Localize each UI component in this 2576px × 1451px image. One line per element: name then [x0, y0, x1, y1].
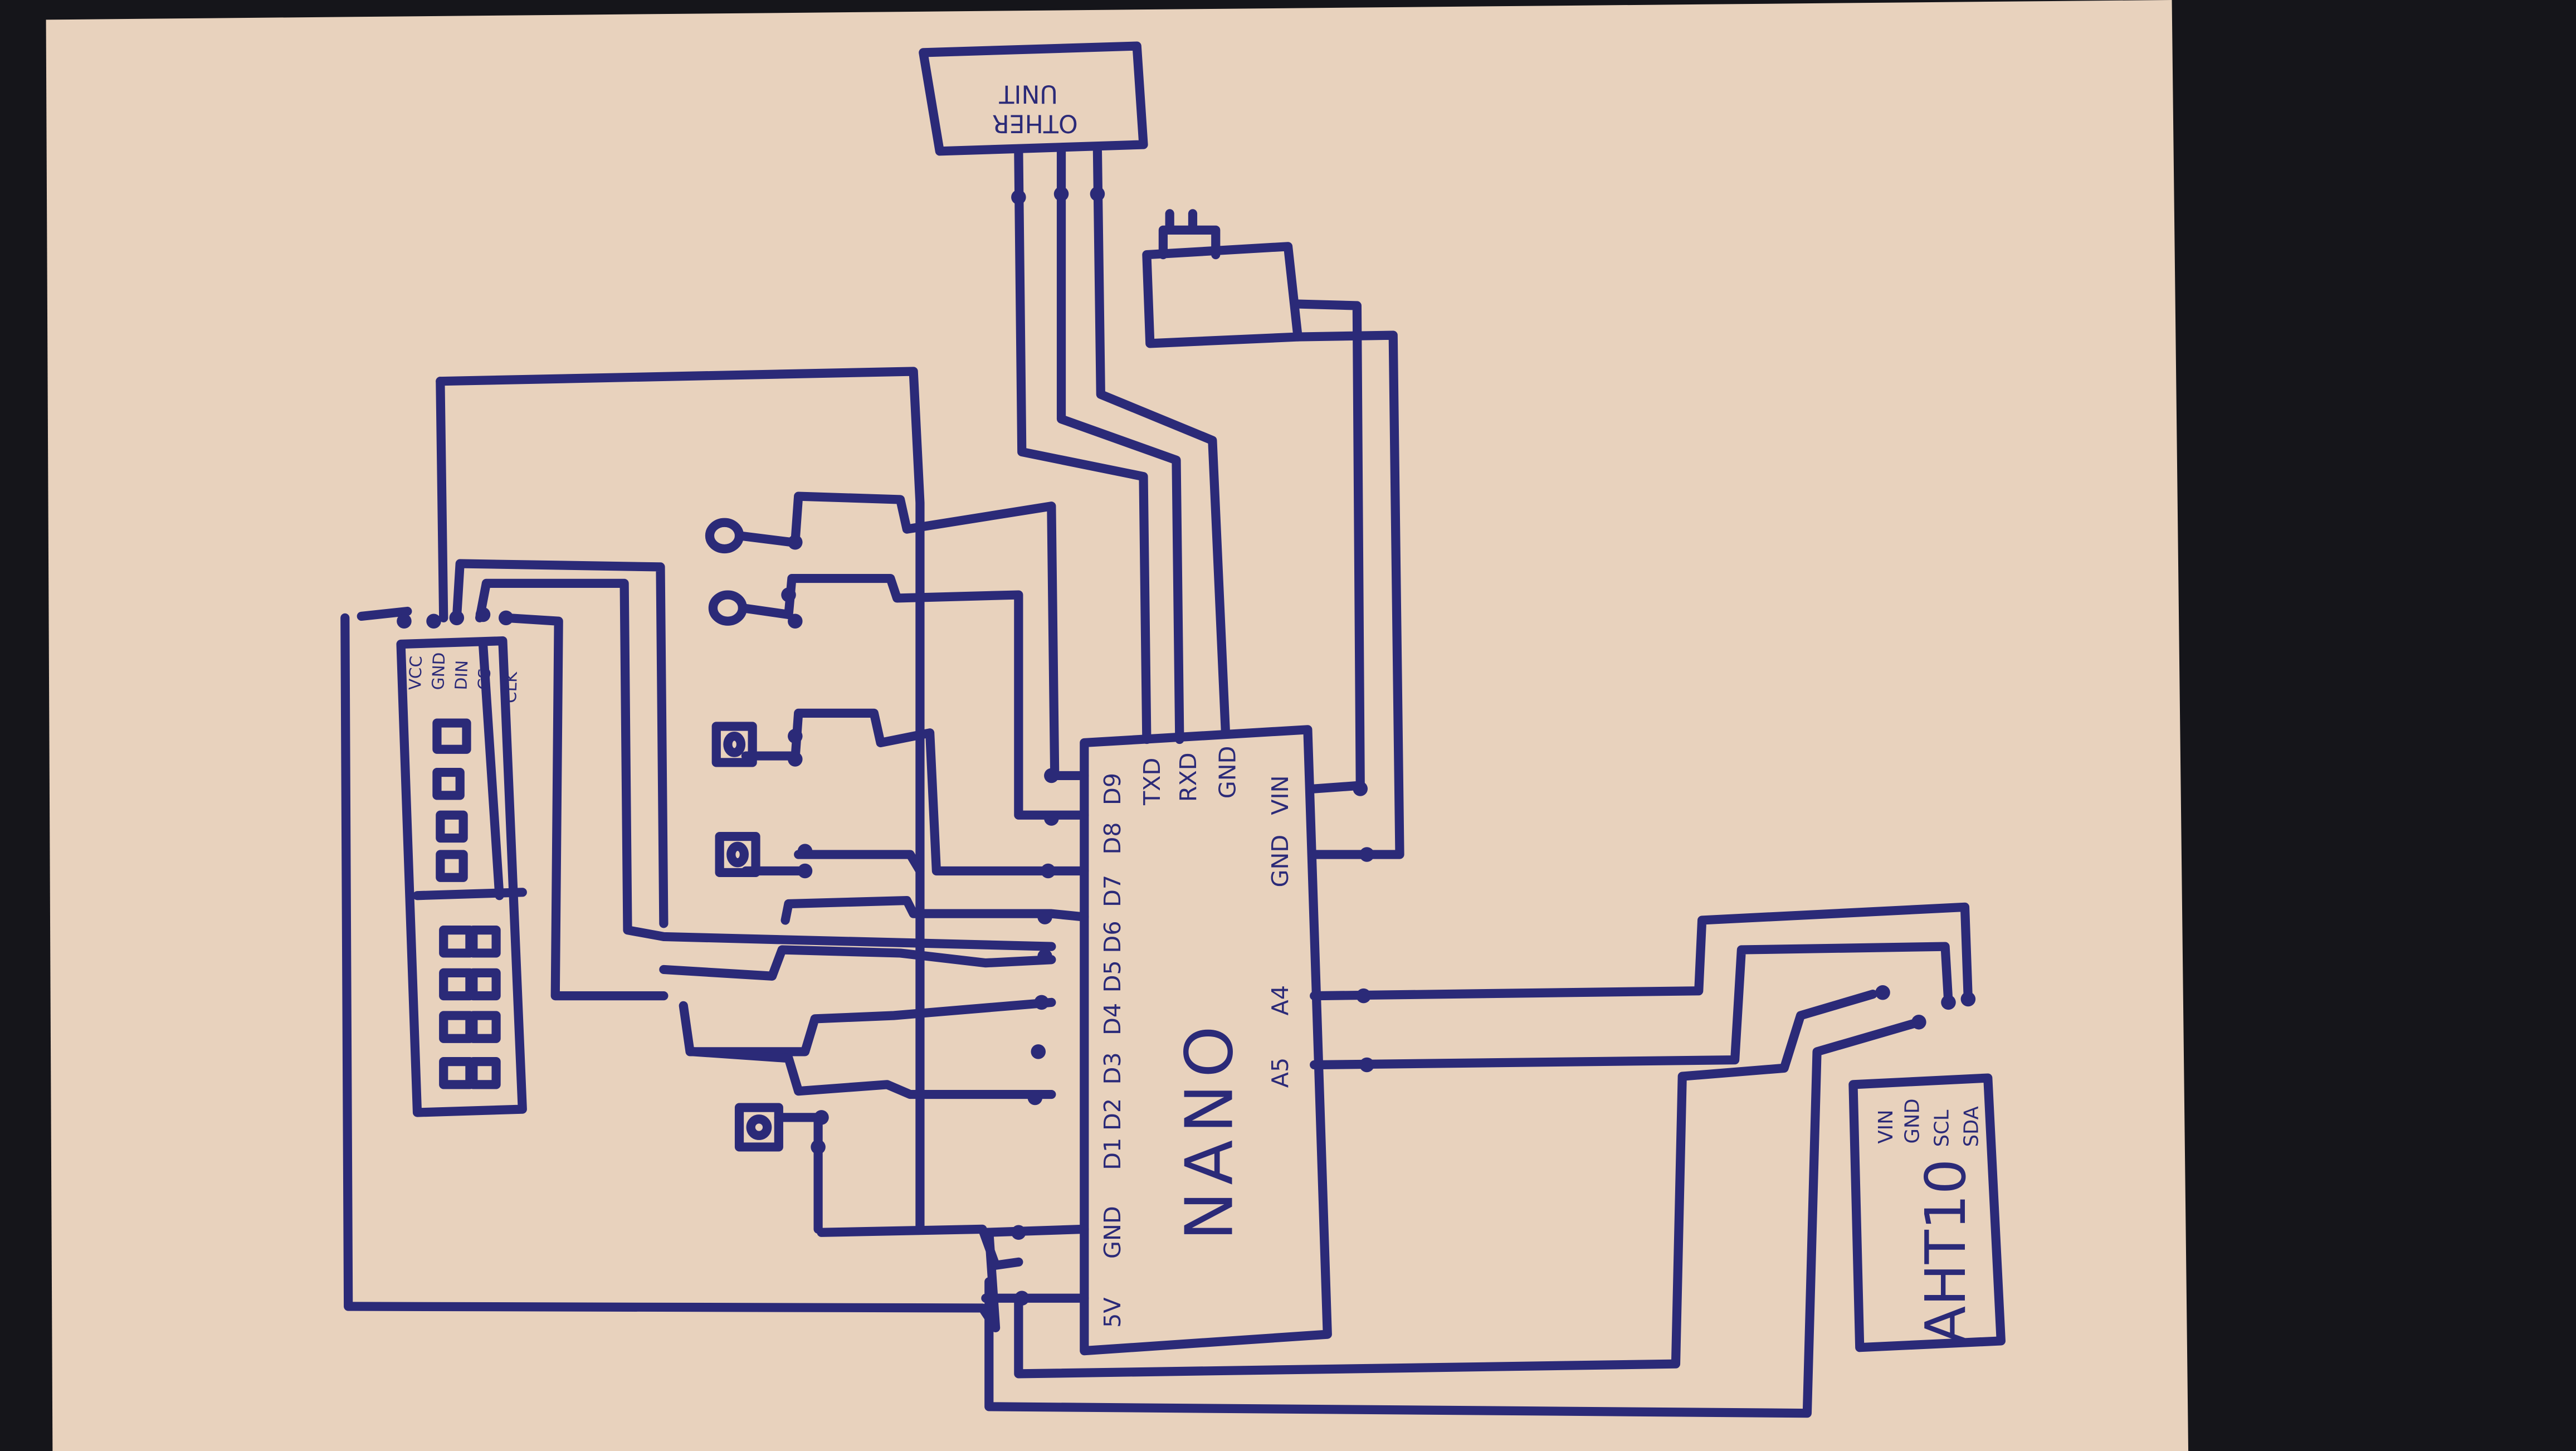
display-pin-clk: CLK [501, 671, 521, 703]
display-pin-vcc: VCC [406, 655, 426, 690]
aht10-pin-vin: VIN [1875, 1109, 1897, 1143]
push-button-3 [734, 1103, 783, 1152]
nano-pin-d4: D4 [1099, 1003, 1126, 1035]
display-digits [432, 718, 501, 1089]
nano-top-pin-labels: TXD RXD GND VIN [1139, 746, 1294, 815]
push-button-2 [715, 831, 760, 878]
nano-pin-5v: 5V [1099, 1297, 1126, 1327]
paper-sheet [46, 0, 2189, 1451]
nano-pin-rxd: RXD [1175, 752, 1202, 802]
nano-pin-d6: D6 [1099, 921, 1126, 953]
nano-pin-txd: TXD [1139, 758, 1165, 806]
nano-label: NANO [1172, 1019, 1248, 1240]
other-unit-label-line1: OTHER [992, 109, 1078, 137]
nano-pin-vin: VIN [1267, 775, 1294, 815]
display-pin-gnd: GND [428, 652, 448, 690]
nano-board: NANO 5V GND D1 D2 D3 D4 D5 D6 D7 D8 D9 T… [1080, 725, 1332, 1356]
nano-pin-a5: A5 [1267, 1058, 1294, 1088]
display-pin-cs: CS [475, 668, 494, 690]
nano-pin-gnd-right: GND [1267, 835, 1294, 888]
led-2 [708, 590, 793, 626]
display-module: VCC GND DIN CS CLK [357, 606, 527, 1117]
other-unit-box: OTHER UNIT [919, 41, 1148, 156]
junction-dots [397, 186, 1976, 1306]
aht10-label: AHT10 [1913, 1159, 1978, 1345]
nano-left-pin-labels: 5V GND D1 D2 D3 D4 D5 D6 D7 D8 D9 [1099, 773, 1126, 1328]
nano-pin-gnd-top: GND [1214, 746, 1241, 799]
push-button-1 [711, 722, 757, 767]
nano-pin-a4: A4 [1267, 985, 1294, 1015]
display-pin-din: DIN [452, 660, 472, 690]
aht10-pin-scl: SCL [1930, 1109, 1953, 1147]
led-1 [705, 518, 797, 554]
aht10-pin-gnd: GND [1901, 1098, 1924, 1143]
nano-pin-d3: D3 [1099, 1052, 1126, 1084]
wires [340, 147, 1973, 1418]
nano-pin-d5: D5 [1099, 960, 1126, 992]
nano-pin-d1: D1 [1099, 1138, 1126, 1170]
nano-pin-d9: D9 [1099, 773, 1126, 805]
other-unit-label-line2: UNIT [998, 79, 1057, 108]
nano-pin-d8: D8 [1099, 822, 1126, 854]
nano-pin-d2: D2 [1099, 1098, 1126, 1131]
aht10-sensor: AHT10 VIN GND SCL SDA [1848, 1073, 2006, 1352]
nano-pin-gnd: GND [1099, 1206, 1126, 1259]
nano-pin-d7: D7 [1099, 875, 1126, 907]
aht10-pin-sda: SDA [1960, 1106, 1983, 1147]
nano-right-pin-labels: GND A4 A5 [1267, 835, 1294, 1088]
